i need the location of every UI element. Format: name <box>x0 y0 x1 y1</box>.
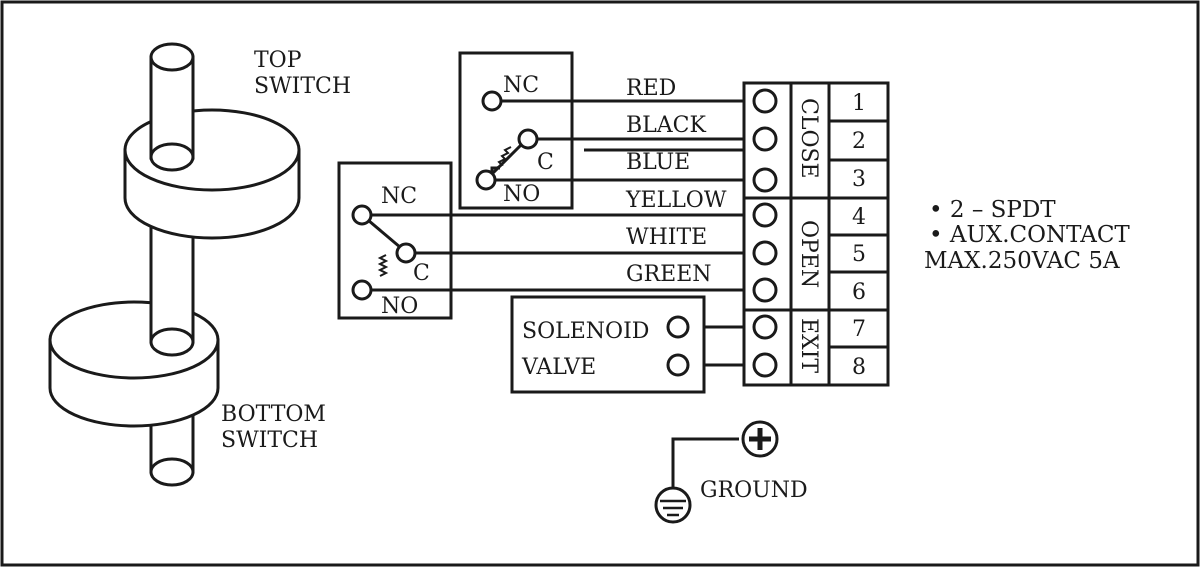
bottom-shaft-end <box>149 457 195 487</box>
terminal-number-2: 2 <box>852 129 866 154</box>
spdt-lower-no-contact <box>351 279 373 301</box>
terminal-number-8: 8 <box>852 355 866 380</box>
spdt-lower-nc-contact <box>351 204 373 226</box>
solenoid-label-line1: SOLENOID <box>522 319 649 344</box>
terminal-number-1: 1 <box>852 91 866 116</box>
terminal-group-close: CLOSE <box>796 98 821 179</box>
terminal-group-open: OPEN <box>796 220 821 288</box>
solenoid-terminal-2 <box>666 353 690 377</box>
spdt-upper-c-label: C <box>537 150 554 175</box>
ground-screw-cross <box>749 428 771 450</box>
spdt-upper-nc-label: NC <box>503 73 539 98</box>
terminal-screw-2 <box>752 126 778 152</box>
terminal-number-7: 7 <box>852 317 866 342</box>
spdt-lower-spring <box>377 254 389 277</box>
wire-label-blue: BLUE <box>626 150 690 175</box>
ground-label: GROUND <box>700 478 808 503</box>
terminal-screw-1 <box>752 88 778 114</box>
top-shaft <box>149 55 195 160</box>
top-shaft-upper-end <box>149 42 195 72</box>
ground-symbol-lines <box>660 499 686 517</box>
bottom-switch-label-line1: BOTTOM <box>221 402 326 427</box>
terminal-block: CLOSE OPEN EXIT 1 2 3 4 5 6 7 8 <box>742 81 890 387</box>
solenoid-box <box>510 295 706 394</box>
wire-label-white: WHITE <box>626 225 707 250</box>
terminal-number-4: 4 <box>852 205 866 230</box>
top-switch-label-line2: SWITCH <box>254 74 351 99</box>
terminal-screw-7 <box>752 314 778 340</box>
bottom-switch-label-line2: SWITCH <box>221 428 318 453</box>
middle-shaft-end <box>149 327 195 357</box>
terminal-number-6: 6 <box>852 280 866 305</box>
ground-symbol-icon <box>654 486 692 524</box>
wire-label-black: BLACK <box>626 113 706 138</box>
spdt-upper-no-label: NO <box>503 182 540 207</box>
limit-switch-assembly: TOP SWITCH BOTTOM SWITCH <box>48 42 351 487</box>
spec-line-3: MAX.250VAC 5A <box>924 248 1120 274</box>
spdt-lower: NC C NO <box>337 161 453 320</box>
spdt-upper-nc-contact <box>481 90 503 112</box>
top-shaft-lower-end <box>149 142 195 172</box>
spdt-lower-c-contact <box>395 242 417 264</box>
spdt-lower-c-label: C <box>413 261 430 286</box>
wire-labels: RED BLACK BLUE YELLOW WHITE GREEN <box>625 76 727 287</box>
terminal-screw-3 <box>752 167 778 193</box>
terminal-group-exit: EXIT <box>796 318 821 373</box>
spdt-upper-spring <box>495 146 512 169</box>
spdt-lower-no-label: NO <box>381 294 418 319</box>
terminal-screw-4 <box>752 202 778 228</box>
ground-wire <box>671 437 739 490</box>
terminal-screw-5 <box>752 240 778 266</box>
spec-line-2: • AUX.CONTACT <box>929 222 1130 248</box>
terminal-screw-8 <box>752 352 778 378</box>
spdt-upper-c-contact <box>517 128 539 150</box>
wire-label-red: RED <box>626 76 676 101</box>
ground-connection: GROUND <box>654 420 808 524</box>
spdt-lower-nc-label: NC <box>381 184 417 209</box>
terminal-number-5: 5 <box>852 242 866 267</box>
wire-label-yellow: YELLOW <box>625 188 727 213</box>
solenoid-valve: SOLENOID VALVE <box>510 295 706 394</box>
solenoid-label-line2: VALVE <box>521 355 596 380</box>
terminal-number-3: 3 <box>852 167 866 192</box>
spec-line-1: • 2 – SPDT <box>929 197 1056 223</box>
wire-label-green: GREEN <box>626 262 712 287</box>
terminal-screw-6 <box>752 277 778 303</box>
switch-contacts <box>351 90 539 301</box>
wire-runs <box>362 99 765 367</box>
spec-notes: • 2 – SPDT • AUX.CONTACT MAX.250VAC 5A <box>924 197 1130 274</box>
spdt-upper-no-contact <box>475 169 497 191</box>
top-switch-label-line1: TOP <box>254 48 302 73</box>
solenoid-terminal-1 <box>666 315 690 339</box>
